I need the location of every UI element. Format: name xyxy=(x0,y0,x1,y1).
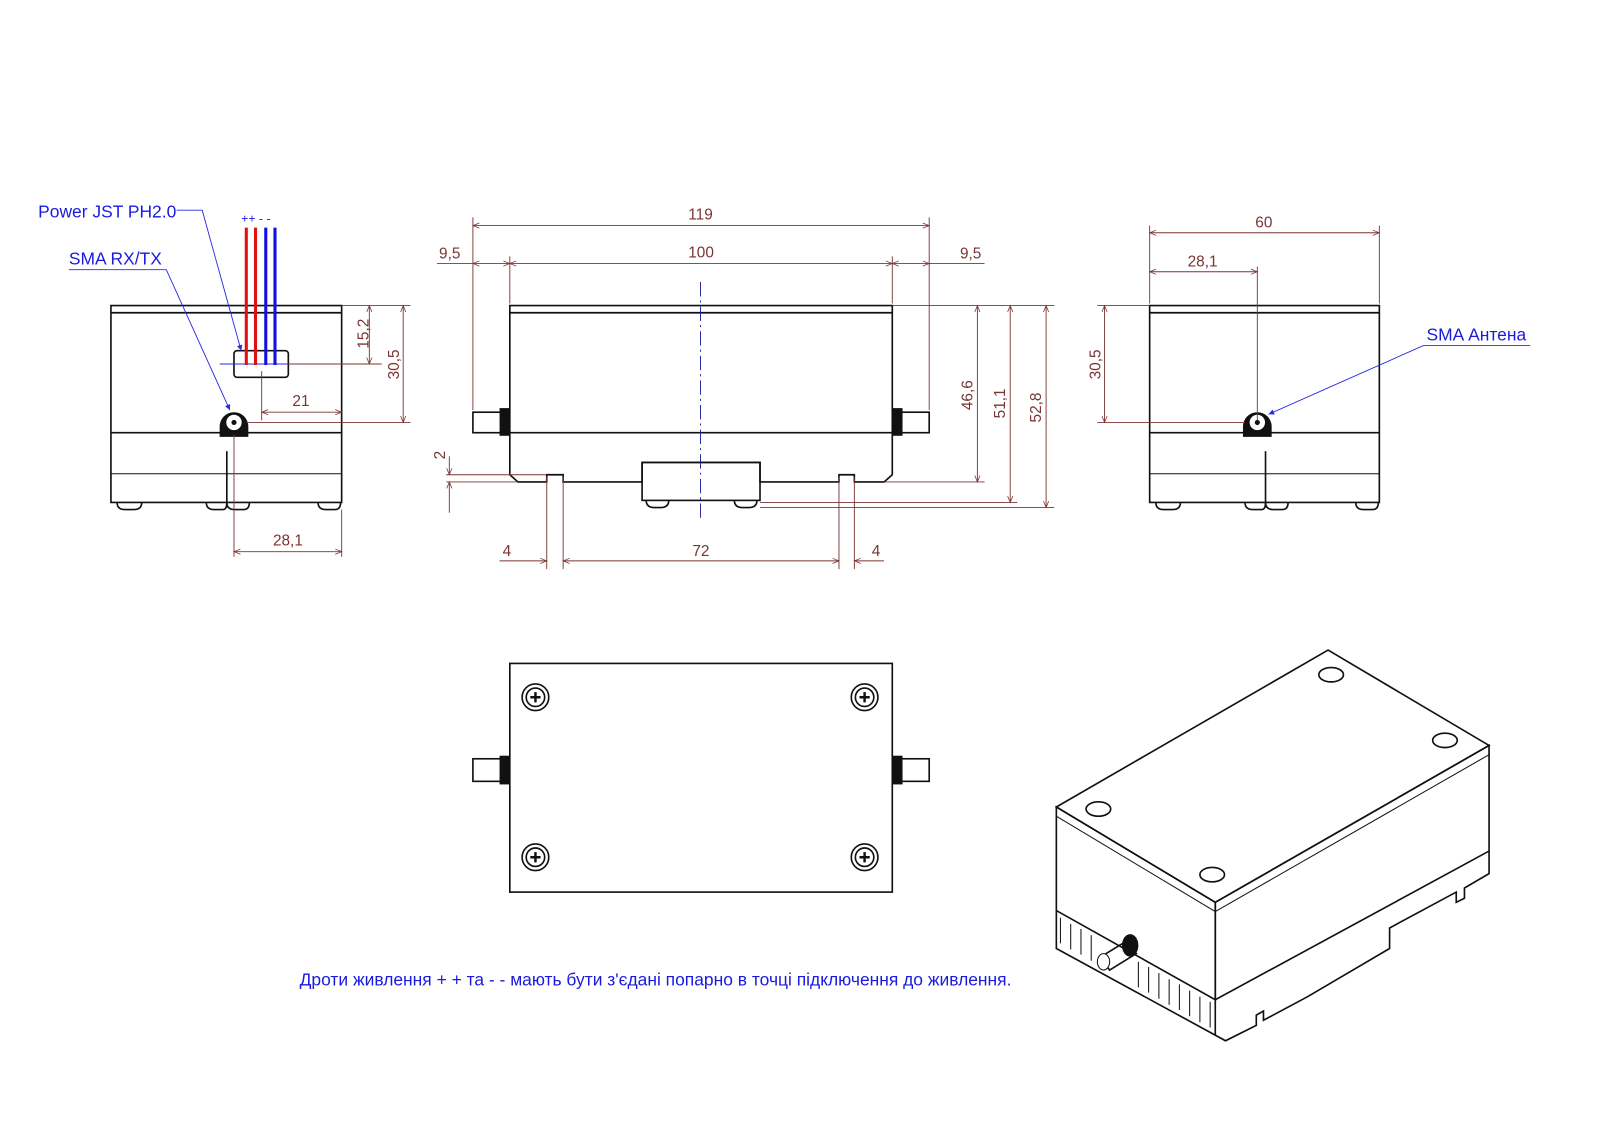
left-side-view: ++ - - 15,2 30,5 21 28,1 Power JST PH2.0… xyxy=(38,201,411,557)
left-connector xyxy=(472,411,503,434)
dim-9-5-right: 9,5 xyxy=(960,245,981,262)
dim-28-1-right: 28,1 xyxy=(1188,254,1218,271)
right-connector xyxy=(899,411,931,434)
dim-51-1: 51,1 xyxy=(992,388,1009,418)
dim-46-6: 46,6 xyxy=(959,380,976,410)
dim-100: 100 xyxy=(688,244,714,261)
iso-screw-icons xyxy=(1085,666,1459,883)
right-side-view: 60 28,1 30,5 SMA Антена xyxy=(1087,215,1531,511)
dim-52-8: 52,8 xyxy=(1028,393,1045,423)
sma-antenna-connector xyxy=(1242,412,1272,437)
dim-28-1: 28,1 xyxy=(273,533,303,550)
top-view xyxy=(472,662,931,893)
dim-119: 119 xyxy=(688,206,713,223)
iso-sma-connector xyxy=(1096,934,1139,972)
dim-30-5-right: 30,5 xyxy=(1087,349,1104,379)
sma-rxtx-label: SMA RX/TX xyxy=(69,249,162,269)
dim-21: 21 xyxy=(292,393,309,410)
screw-icons xyxy=(521,683,879,872)
iso-top-face xyxy=(1054,649,1491,904)
dim-15-2: 15,2 xyxy=(355,319,372,349)
front-view: 119 100 9,5 9,5 46,6 51,1 52,8 2 4 72 4 xyxy=(432,206,1055,570)
power-wires xyxy=(244,227,277,366)
sma-connector xyxy=(219,412,249,437)
wire-polarity-label: ++ - - xyxy=(241,212,270,226)
dim-72: 72 xyxy=(692,543,709,560)
isometric-view xyxy=(1054,649,1491,1042)
dim-30-5: 30,5 xyxy=(386,349,403,379)
power-wires-note: Дроти живлення + + та - - мають бути з'є… xyxy=(300,969,1012,989)
sma-antenna-label: SMA Антена xyxy=(1427,324,1527,344)
dim-2: 2 xyxy=(432,451,449,460)
dim-9-5-left: 9,5 xyxy=(439,245,460,262)
dim-4-left: 4 xyxy=(503,543,512,560)
dim-4-right: 4 xyxy=(872,543,881,560)
vent-slots xyxy=(1149,443,1380,508)
vent-slots xyxy=(110,443,342,508)
iso-vents xyxy=(1059,917,1211,1028)
power-jst-label: Power JST PH2.0 xyxy=(38,201,176,221)
dim-60: 60 xyxy=(1255,215,1272,232)
